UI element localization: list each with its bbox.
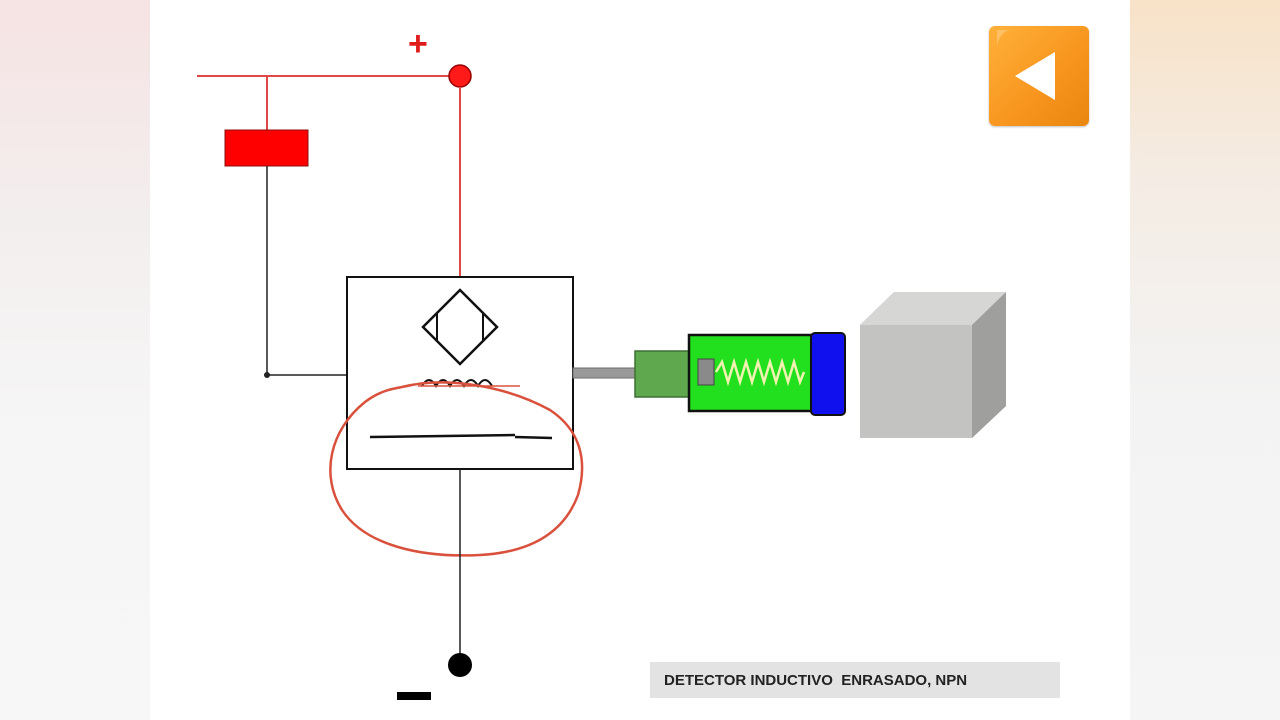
- actuator-cap: [810, 332, 846, 416]
- positive-symbol: +: [408, 25, 428, 63]
- right-blurred-margin: [1130, 0, 1280, 720]
- diagram-stage: + DETECTOR INDUCTIVO ENRASADO, NPN: [150, 0, 1130, 720]
- actuator-connector: [634, 350, 690, 398]
- switch-contact: [369, 433, 553, 440]
- metal-target-block: [860, 292, 1006, 438]
- back-button[interactable]: [989, 26, 1089, 126]
- diamond-proximity-symbol-icon: [421, 288, 499, 366]
- positive-terminal: [448, 64, 472, 88]
- actuator-spring: [697, 357, 806, 387]
- play-left-triangle-icon: [997, 30, 1055, 100]
- highlight-circle: [329, 381, 584, 557]
- output-junction-dot: [264, 372, 270, 378]
- coil-icon: [418, 379, 520, 388]
- inductive-sensor-box: [346, 276, 574, 470]
- left-blurred-margin: [0, 0, 150, 720]
- sensor-shaft: [572, 367, 636, 379]
- negative-symbol-bar: [397, 692, 431, 700]
- circuit-diagram: [197, 64, 1006, 700]
- negative-terminal: [448, 653, 472, 677]
- load-relay: [224, 129, 309, 167]
- diagram-caption: DETECTOR INDUCTIVO ENRASADO, NPN: [650, 662, 1060, 698]
